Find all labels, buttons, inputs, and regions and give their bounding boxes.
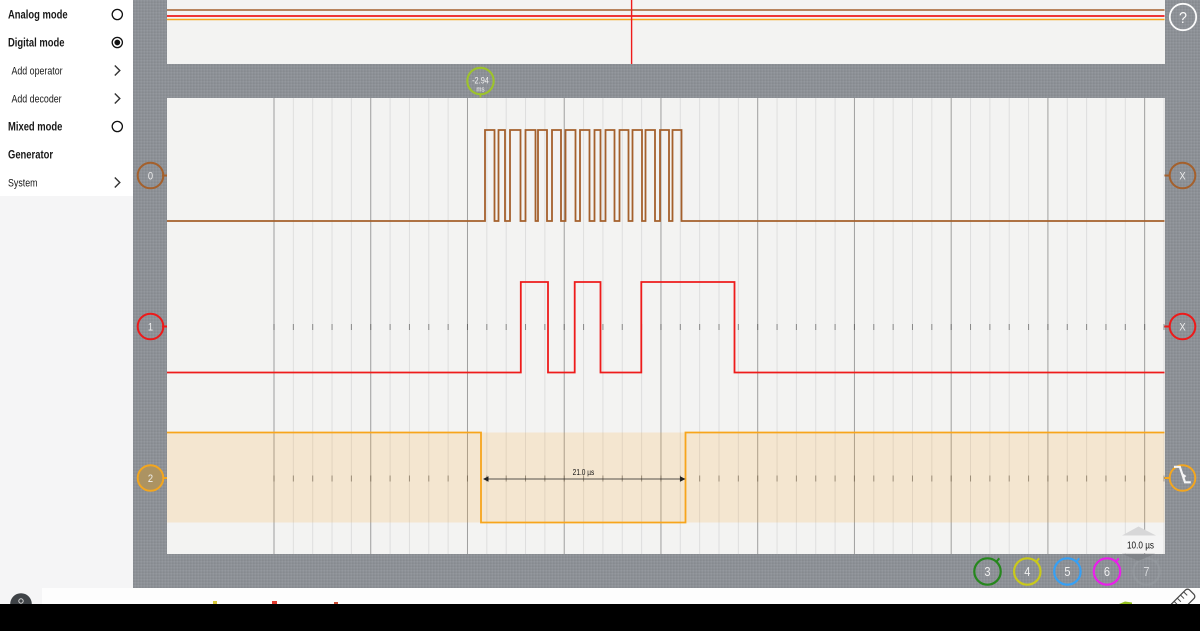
svg-text:1: 1 (148, 322, 153, 334)
svg-text:Analog mode: Analog mode (8, 9, 68, 22)
svg-text:Add decoder: Add decoder (11, 94, 62, 106)
svg-text:2: 2 (148, 473, 153, 485)
svg-text:System: System (8, 178, 37, 190)
svg-text:Add operator: Add operator (11, 66, 63, 78)
svg-text:X: X (1179, 322, 1185, 334)
svg-text:-2.94: -2.94 (472, 76, 489, 86)
svg-text:ms: ms (476, 86, 485, 94)
svg-text:0: 0 (148, 171, 153, 183)
svg-text:7: 7 (1143, 564, 1149, 579)
svg-text:Digital mode: Digital mode (8, 37, 65, 50)
svg-text:X: X (1179, 171, 1185, 183)
svg-text:4: 4 (1024, 564, 1030, 579)
svg-text:Mixed mode: Mixed mode (8, 121, 63, 134)
svg-text:?: ? (1179, 9, 1187, 27)
svg-text:5: 5 (1064, 564, 1070, 579)
svg-text:Generator: Generator (8, 149, 53, 162)
svg-text:21.0 µs: 21.0 µs (573, 467, 595, 477)
svg-text:6: 6 (1104, 564, 1110, 579)
svg-text:10.0 µs: 10.0 µs (1127, 538, 1154, 550)
svg-text:3: 3 (984, 564, 990, 579)
